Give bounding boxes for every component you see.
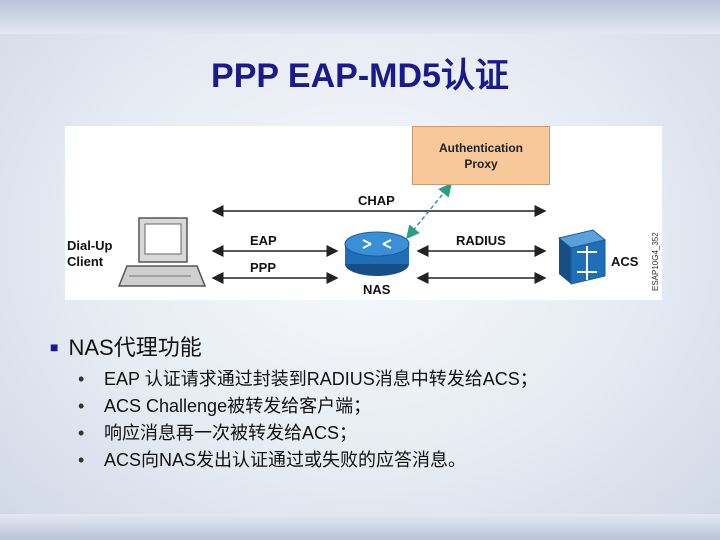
bullet-dot-icon: • <box>78 369 85 389</box>
section-heading: ■ NAS代理功能 <box>50 330 202 362</box>
eap-label: EAP <box>250 233 277 248</box>
nas-router-icon <box>344 231 410 276</box>
authentication-proxy-box: Authentication Proxy <box>412 126 550 185</box>
square-bullet-icon: ■ <box>50 339 59 355</box>
proxy-label: Authentication Proxy <box>439 140 523 171</box>
radius-label: RADIUS <box>456 233 506 248</box>
network-diagram: Authentication Proxy CHAP EAP PPP RADIUS… <box>65 126 662 300</box>
acs-label: ACS <box>611 254 639 269</box>
list-item: •EAP 认证请求通过封装到RADIUS消息中转发给ACS； <box>78 366 538 393</box>
bullet-dot-icon: • <box>78 396 85 416</box>
client-computer-icon <box>117 217 207 287</box>
top-band <box>0 0 720 34</box>
figure-id: ESAP10G4_352 <box>651 232 660 291</box>
section-heading-text: NAS代理功能 <box>68 335 202 360</box>
list-item: •响应消息再一次被转发给ACS； <box>78 420 538 447</box>
slide-title: PPP EAP-MD5认证 <box>211 57 509 95</box>
ppp-label: PPP <box>250 260 277 275</box>
dial-up-client-label: Dial-Up Client <box>67 238 113 269</box>
bottom-band <box>0 514 720 540</box>
bullet-dot-icon: • <box>78 423 85 443</box>
nas-label: NAS <box>363 282 391 297</box>
diagram-svg <box>117 182 607 287</box>
bullet-dot-icon: • <box>78 450 85 470</box>
chap-label: CHAP <box>358 193 395 208</box>
proxy-link-arrow <box>406 182 452 240</box>
bullet-list: •EAP 认证请求通过封装到RADIUS消息中转发给ACS； •ACS Chal… <box>78 366 538 474</box>
acs-server-icon <box>557 229 607 285</box>
list-item: •ACS Challenge被转发给客户端； <box>78 393 538 420</box>
list-item: •ACS向NAS发出认证通过或失败的应答消息。 <box>78 447 538 474</box>
